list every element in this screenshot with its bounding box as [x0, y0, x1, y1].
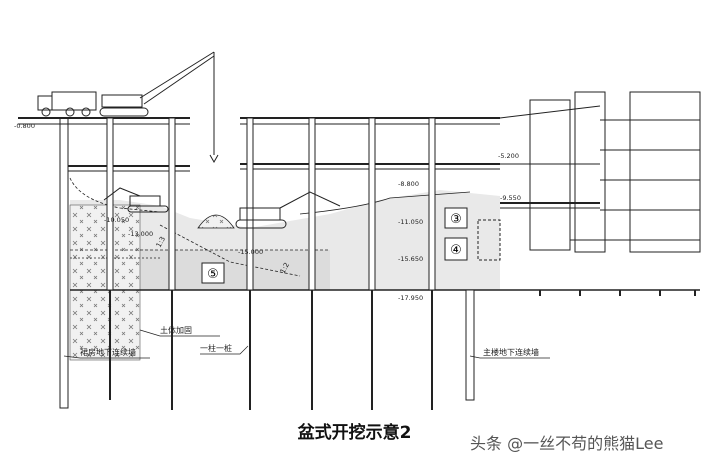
- elev-e7: -15.000: [238, 248, 263, 256]
- existing-building: [477, 91, 701, 261]
- excavator-right: [235, 191, 341, 229]
- svg-text:③: ③: [450, 212, 462, 227]
- elev-ground: -0.800: [14, 122, 35, 130]
- elev-e3: -9.550: [500, 194, 521, 202]
- column-2: [168, 117, 176, 291]
- label-tower-wall: 主楼地下连续墙: [483, 347, 539, 357]
- elev-e5: -11.050: [398, 218, 423, 226]
- elev-e8: -15.650: [398, 255, 423, 263]
- elev-e9: -17.950: [398, 294, 423, 302]
- left-diaphragm-wall: [59, 117, 69, 409]
- dump-truck: [37, 91, 97, 117]
- zone-4: ④: [444, 237, 468, 261]
- elev-e6: -13.000: [128, 230, 153, 238]
- label-soil-reinforcement: 土体加固: [160, 325, 192, 335]
- tower-diaphragm-wall: [465, 289, 475, 401]
- column-piles: [106, 117, 696, 410]
- column-1: [106, 117, 114, 291]
- column-6: [428, 117, 436, 291]
- crawler-crane: [99, 51, 219, 164]
- elev-e2: -8.800: [398, 180, 419, 188]
- soil-reinforcement-zone: [69, 204, 141, 361]
- elev-e4: -10.050: [104, 216, 129, 224]
- zone-3: ③: [444, 207, 468, 229]
- zone-5: ⑤: [201, 262, 225, 284]
- elev-e1: -5.200: [498, 152, 519, 160]
- watermark: 头条 @一丝不苟的熊猫Lee: [470, 434, 664, 453]
- svg-text:④: ④: [450, 243, 462, 258]
- column-5: [368, 117, 376, 291]
- excavator-left: [103, 187, 169, 213]
- diagram-caption: 盆式开挖示意2: [297, 423, 412, 443]
- column-3: [246, 117, 254, 291]
- label-podium-wall: 裙房地下连续墙: [80, 347, 136, 357]
- soil-pile: [197, 214, 235, 229]
- label-column-pile: 一柱一桩: [200, 343, 232, 353]
- svg-text:⑤: ⑤: [207, 267, 219, 282]
- column-4: [308, 117, 316, 291]
